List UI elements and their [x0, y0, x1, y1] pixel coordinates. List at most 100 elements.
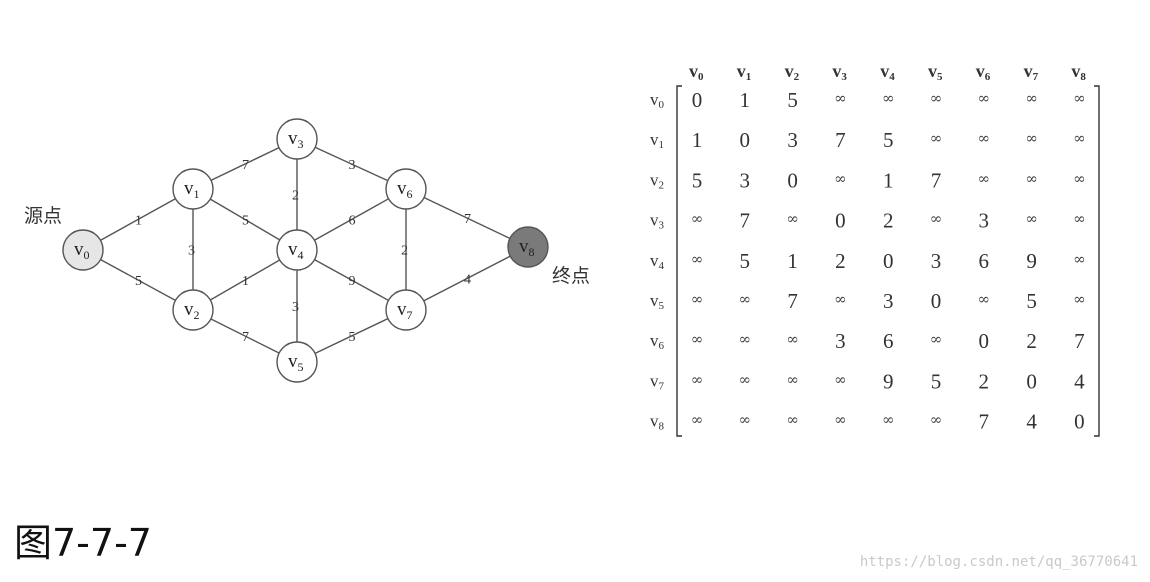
matrix-cell: 1 — [692, 128, 703, 152]
edge-weight: 6 — [349, 214, 356, 229]
node-v0-label: v0 — [74, 239, 90, 262]
matrix-cell: 7 — [787, 289, 798, 313]
matrix-cell: 2 — [1026, 329, 1037, 353]
node-v0-circle — [62, 229, 104, 271]
edge-weight: 3 — [188, 244, 195, 259]
matrix-cell: ∞ — [882, 89, 895, 107]
matrix-cell: 3 — [979, 209, 990, 233]
matrix-cell: 7 — [979, 410, 990, 434]
matrix-cell: 7 — [740, 209, 751, 233]
edge-weight: 3 — [349, 158, 356, 173]
matrix-cell: 2 — [979, 369, 990, 393]
matrix-cell: ∞ — [1073, 89, 1086, 107]
edge-v7-v8 — [405, 246, 529, 311]
matrix-cell: ∞ — [691, 370, 704, 388]
edge-weight: 7 — [242, 158, 249, 173]
matrix-cell: 5 — [692, 168, 703, 192]
matrix-left-bracket — [676, 85, 682, 437]
matrix-col-header-v7: v7 — [1024, 61, 1039, 83]
edge-weight: 2 — [292, 189, 299, 204]
matrix-cell: ∞ — [834, 89, 847, 107]
matrix-cell: ∞ — [930, 210, 943, 228]
matrix-cell: ∞ — [691, 250, 704, 268]
matrix-row-header-v5: v5 — [650, 291, 665, 312]
node-v3-label: v3 — [288, 128, 304, 151]
matrix-cell: 3 — [835, 329, 846, 353]
node-v4-circle — [276, 229, 318, 271]
matrix-row-header-v7: v7 — [650, 371, 665, 392]
matrix-cell: 3 — [883, 289, 894, 313]
matrix-cell: ∞ — [834, 370, 847, 388]
matrix-cell: ∞ — [834, 290, 847, 308]
edge-weight: 9 — [349, 274, 356, 289]
matrix-cell: ∞ — [978, 129, 991, 147]
matrix-cell: 0 — [835, 209, 846, 233]
matrix-cell: 4 — [1074, 369, 1085, 393]
edge-v4-v6 — [296, 188, 407, 251]
matrix-cell: 1 — [740, 88, 751, 112]
node-v2-label: v2 — [184, 299, 200, 322]
matrix-row-header-v2: v2 — [650, 170, 664, 191]
matrix-cell: 5 — [1026, 289, 1037, 313]
figure-caption: 图7-7-7 — [14, 521, 152, 565]
matrix-cell: 5 — [883, 128, 894, 152]
node-v7-circle — [385, 289, 427, 331]
matrix-cell: 0 — [740, 128, 751, 152]
node-v5-label: v5 — [288, 351, 304, 374]
edge-v6-v8 — [405, 188, 529, 248]
matrix-cell: ∞ — [1073, 129, 1086, 147]
matrix-cell: ∞ — [786, 370, 799, 388]
matrix-cell: 9 — [883, 369, 894, 393]
matrix-cell: 3 — [787, 128, 798, 152]
matrix-cell: 1 — [883, 168, 894, 192]
matrix-cell: ∞ — [739, 290, 752, 308]
matrix-row-header-v3: v3 — [650, 211, 665, 232]
matrix-cell: ∞ — [1073, 250, 1086, 268]
matrix-cell: ∞ — [930, 411, 943, 429]
matrix-cell: ∞ — [786, 330, 799, 348]
matrix-cell: ∞ — [1025, 129, 1038, 147]
edge-weight: 5 — [135, 274, 142, 289]
edge-weight: 5 — [349, 330, 356, 345]
node-v2-circle — [172, 289, 214, 331]
matrix-cell: 3 — [931, 249, 942, 273]
matrix-cell: 4 — [1026, 410, 1037, 434]
matrix-row-header-v0: v0 — [650, 90, 665, 111]
matrix-cell: 9 — [1026, 249, 1037, 273]
matrix-cell: 0 — [931, 289, 942, 313]
matrix-cell: 0 — [1074, 410, 1085, 434]
matrix-cell: 6 — [979, 249, 990, 273]
matrix-cell: 1 — [787, 249, 798, 273]
matrix-cell: 0 — [787, 168, 798, 192]
matrix-cell: ∞ — [978, 290, 991, 308]
matrix-cell: ∞ — [1025, 89, 1038, 107]
matrix-cell: ∞ — [834, 169, 847, 187]
node-v3-circle — [276, 118, 318, 160]
target-label: 终点 — [552, 265, 590, 287]
matrix-row-header-v4: v4 — [650, 251, 665, 272]
matrix-cell: ∞ — [786, 411, 799, 429]
edge-v0-v2 — [82, 249, 194, 311]
watermark-url: https://blog.csdn.net/qq_36770641 — [859, 554, 1138, 570]
matrix-cell: 5 — [740, 249, 751, 273]
source-label: 源点 — [24, 205, 62, 227]
matrix-cell: 0 — [1026, 369, 1037, 393]
edge-weight: 3 — [292, 300, 299, 315]
matrix-cell: 7 — [931, 168, 942, 192]
matrix-cell: ∞ — [1073, 290, 1086, 308]
matrix-cell: ∞ — [1025, 169, 1038, 187]
matrix-cell: 7 — [1074, 329, 1085, 353]
matrix-cell: 5 — [787, 88, 798, 112]
matrix-cell: 2 — [835, 249, 846, 273]
matrix-cell: 2 — [883, 209, 894, 233]
matrix-cell: ∞ — [691, 210, 704, 228]
edge-weight: 1 — [242, 274, 249, 289]
matrix-col-header-v8: v8 — [1071, 61, 1086, 83]
matrix-cell: 3 — [740, 168, 751, 192]
matrix-cell: ∞ — [691, 411, 704, 429]
matrix-cell: ∞ — [978, 89, 991, 107]
matrix-cell: ∞ — [1073, 169, 1086, 187]
matrix-cell: ∞ — [930, 129, 943, 147]
